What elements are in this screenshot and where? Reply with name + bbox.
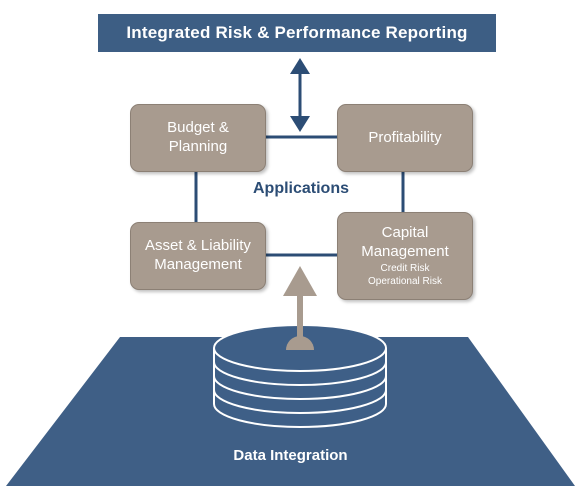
up-arrow-icon	[283, 266, 317, 350]
budget-planning-box: Budget & Planning	[130, 104, 266, 172]
asset-liability-box: Asset & Liability Management	[130, 222, 266, 290]
budget-line1: Budget &	[167, 119, 229, 137]
profitability-box: Profitability	[337, 104, 473, 172]
capital-sub1: Credit Risk	[380, 262, 430, 274]
alm-line2: Management	[154, 256, 242, 273]
capital-sub2: Operational Risk	[368, 275, 442, 287]
profitability-label: Profitability	[368, 128, 442, 146]
capital-line1: Capital	[381, 224, 429, 242]
capital-line2: Management	[361, 243, 449, 260]
database-stack-icon	[213, 324, 387, 428]
double-arrow-icon	[290, 58, 310, 132]
applications-label: Applications	[252, 180, 349, 197]
budget-line2: Planning	[168, 138, 228, 155]
capital-management-box: Capital Management Credit Risk Operation…	[337, 212, 473, 300]
page-title: Integrated Risk & Performance Reporting	[98, 14, 496, 52]
alm-line1: Asset & Liability	[145, 237, 251, 255]
data-integration-label: Data Integration	[233, 447, 348, 464]
application-connectors	[194, 135, 405, 257]
